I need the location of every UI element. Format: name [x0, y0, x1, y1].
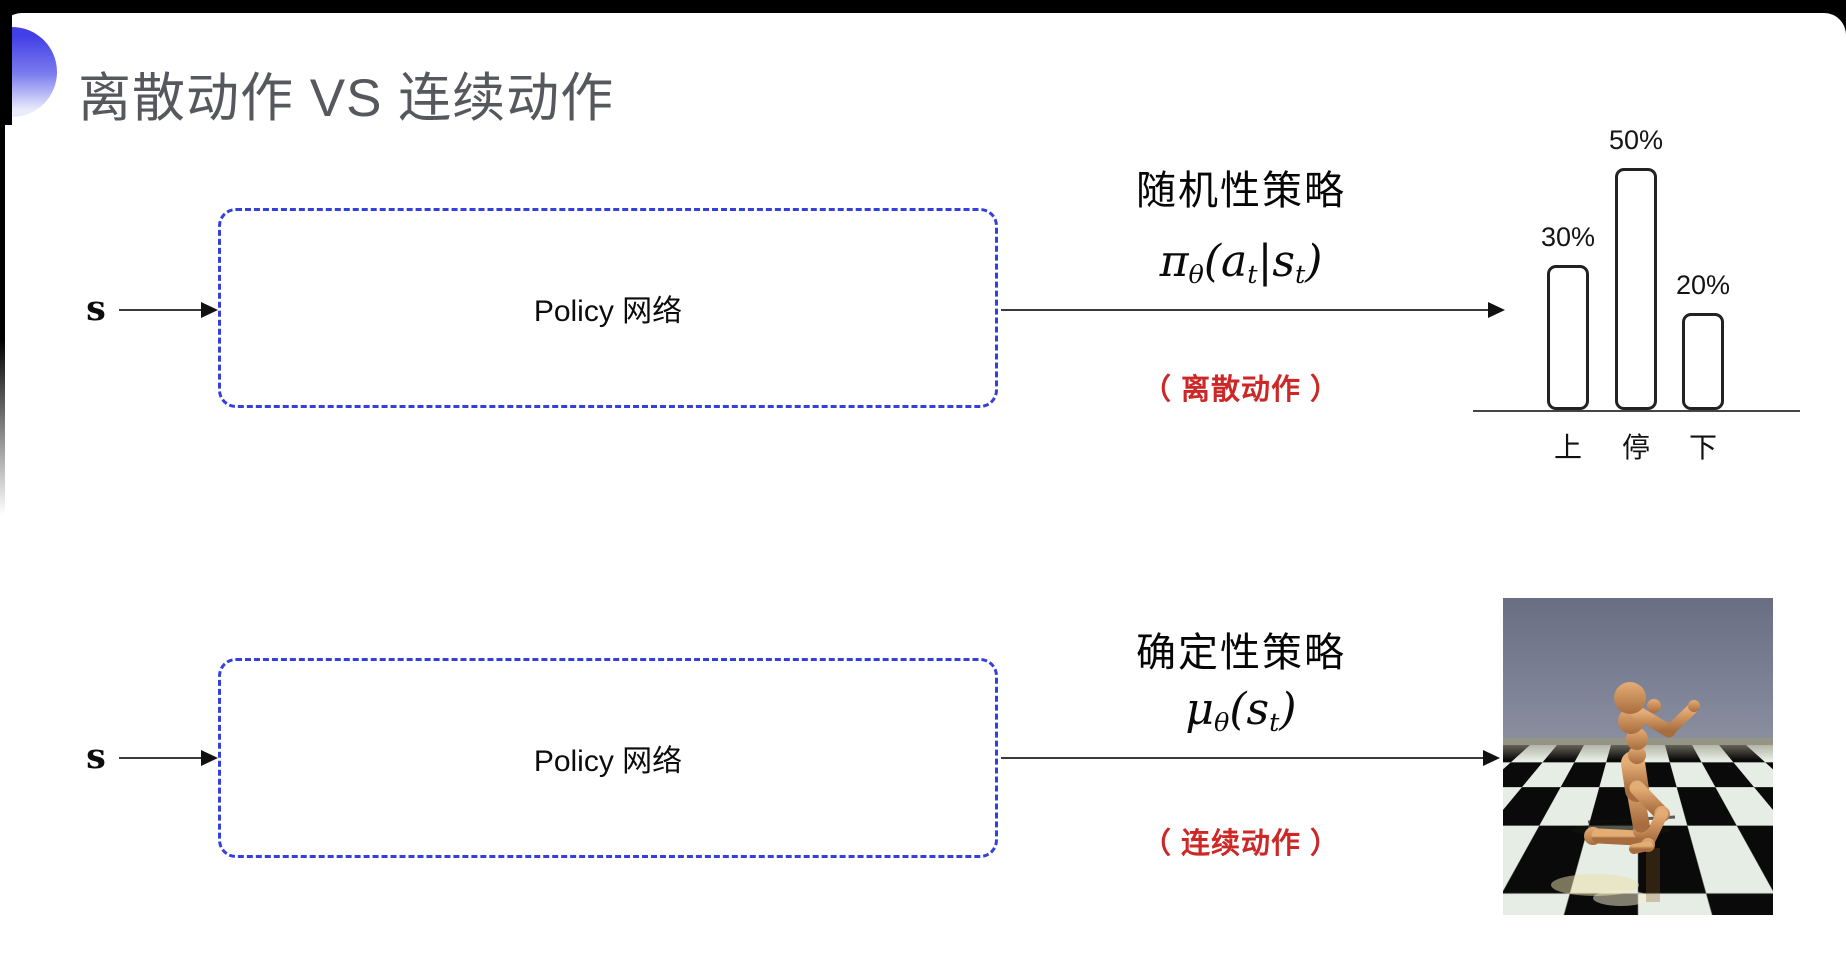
formula-theta-sub: θ	[1188, 260, 1204, 291]
chart-baseline	[1473, 410, 1800, 412]
discrete-action-note: （ 离散动作 ）	[1141, 374, 1341, 406]
deterministic-policy-formula: μθ(st)	[1056, 684, 1426, 738]
formula-t-sub: t	[1247, 260, 1258, 291]
stochastic-policy-title: 随机性策略	[1136, 169, 1346, 213]
formula-theta-sub: θ	[1214, 708, 1230, 739]
humanoid-robot-image	[1503, 598, 1773, 915]
bar-stop	[1615, 168, 1657, 410]
deterministic-policy-title: 确定性策略	[1136, 631, 1346, 675]
category-label-stop: 停	[1621, 432, 1650, 463]
state-label-bottom: s	[86, 736, 106, 777]
bar-value-label: 30%	[1540, 222, 1596, 252]
page-title: 离散动作 VS 连续动作	[78, 69, 615, 128]
formula-bar-s: |s	[1257, 236, 1295, 287]
bar-down	[1682, 313, 1724, 410]
bar-column-down: 20%	[1676, 270, 1730, 410]
bar-value-label: 20%	[1675, 270, 1731, 300]
state-label-top: s	[86, 288, 106, 329]
policy-network-box-continuous: Policy 网络	[218, 658, 998, 858]
policy-network-label: Policy 网络	[533, 745, 683, 778]
policy-network-label: Policy 网络	[533, 295, 683, 328]
formula-close: )	[1279, 684, 1297, 735]
arrow-box-to-chart	[1001, 302, 1505, 318]
formula-mu: μ	[1185, 684, 1215, 735]
formula-close: )	[1305, 236, 1323, 287]
continuous-action-note: （ 连续动作 ）	[1141, 828, 1341, 860]
formula-pi: π	[1159, 236, 1189, 287]
formula-t-sub2: t	[1294, 260, 1306, 291]
formula-open-s: (s	[1229, 684, 1270, 735]
category-label-down: 下	[1688, 432, 1717, 463]
bar-column-up: 30%	[1541, 222, 1595, 410]
humanoid-robot-figure	[1551, 682, 1700, 906]
bar-value-label: 50%	[1608, 125, 1664, 155]
letterbox-left-bar	[0, 13, 12, 125]
letterbox-left-bar-fade	[0, 125, 5, 515]
arrow-state-to-box-bottom	[119, 750, 218, 766]
bar-up	[1547, 265, 1589, 410]
formula-open-a: (a	[1203, 236, 1248, 287]
stochastic-policy-formula: πθ(at|st)	[1056, 236, 1426, 290]
action-probability-bar-chart: 30% 50% 20% 上 停 下	[1473, 120, 1800, 463]
arrow-box-to-robot	[1001, 750, 1500, 766]
arrow-state-to-box-top	[119, 302, 218, 318]
bar-column-stop: 50%	[1609, 125, 1663, 410]
category-label-up: 上	[1553, 432, 1582, 463]
formula-t-sub: t	[1269, 708, 1280, 739]
policy-network-box-discrete: Policy 网络	[218, 208, 998, 408]
